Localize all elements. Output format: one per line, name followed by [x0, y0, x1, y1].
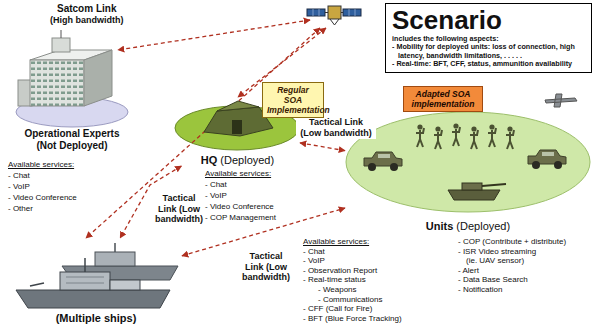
- callout-box: Adapted SOA implementation: [403, 86, 483, 112]
- service-item: - Chat: [8, 171, 30, 180]
- service-item: - BFT (Blue Force Tracking): [303, 314, 402, 323]
- units-equipment: [470, 126, 478, 149]
- satellite: [328, 6, 341, 19]
- site-name: Operational Experts: [24, 128, 119, 140]
- service-item: (ie. UAV sensor): [466, 256, 524, 265]
- service-item: - COP (Contribute + distribute): [458, 237, 566, 246]
- scenario-title: Scenario: [392, 7, 585, 33]
- service-item: - COP Management: [205, 213, 276, 222]
- ships: [110, 280, 140, 290]
- service-heading: Available services:: [205, 169, 271, 178]
- units-equipment: [452, 123, 460, 146]
- units-equipment: [506, 126, 514, 149]
- tactical-link: [182, 208, 345, 256]
- units-equipment: [416, 124, 424, 147]
- service-item: - Communications: [318, 295, 382, 304]
- site-name: HQ: [201, 154, 218, 166]
- tank: [448, 183, 506, 200]
- tank: [482, 184, 506, 186]
- hq-tent: [204, 101, 273, 136]
- units-equipment: [364, 123, 566, 200]
- tank: [448, 190, 500, 200]
- ships: [84, 258, 86, 272]
- site-name: (Multiple ships): [56, 312, 137, 324]
- ships: [114, 243, 116, 252]
- ships: [60, 272, 110, 290]
- scenario-bullet: - Mobility for deployed units: loss of c…: [392, 43, 585, 60]
- callout-text: Regular SOA Implementation: [267, 85, 319, 115]
- satellite: [307, 6, 361, 25]
- building: [52, 38, 70, 52]
- site-status: (Deployed): [456, 220, 510, 232]
- tank: [462, 183, 482, 190]
- service-item: - VoIP: [205, 191, 227, 200]
- satcom-link: [118, 20, 310, 50]
- link-label: (High bandwidth): [50, 15, 123, 25]
- satellite: [307, 9, 325, 16]
- building: [61, 30, 62, 38]
- satcom-link: [86, 28, 320, 238]
- scenario-box: Scenarioincludes the following aspects:-…: [385, 3, 592, 73]
- link-label: Tactical Link (Low bandwidth): [296, 116, 376, 139]
- site-node: Units(Deployed): [345, 112, 591, 232]
- satellite: [330, 19, 339, 25]
- ships: [66, 277, 104, 283]
- service-item: - CFF (Call for Fire): [303, 304, 372, 313]
- service-item: - Data Base Search: [458, 275, 528, 284]
- service-item: - Notification: [458, 285, 502, 294]
- units-equipment: [528, 150, 566, 169]
- units-equipment: [364, 152, 402, 171]
- service-item: - Chat: [205, 180, 227, 189]
- service-item: - Video Conference: [205, 202, 274, 211]
- service-item: - Chat: [303, 247, 325, 256]
- hq-tent: [232, 120, 242, 134]
- satcom-link: [86, 20, 326, 238]
- satellite: [343, 9, 361, 16]
- scenario-text: includes the following aspects:: [392, 35, 585, 43]
- ships: [16, 290, 170, 308]
- link-label: Tactical Link (Low bandwidth): [153, 192, 205, 226]
- site-status: (Deployed): [220, 154, 274, 166]
- uav: [545, 94, 577, 107]
- service-item: - Alert: [458, 266, 479, 275]
- service-item: - Observation Report: [303, 266, 377, 275]
- service-item: - ISR Video streaming: [458, 247, 536, 256]
- units-equipment: [488, 124, 496, 147]
- ships: [30, 283, 44, 286]
- scenario-bullet: - Real-time: BFT, CFF, status, ammunitio…: [392, 60, 585, 68]
- link-label: Satcom Link: [57, 3, 116, 14]
- service-item: - VoIP: [303, 256, 325, 265]
- ships: [16, 243, 178, 308]
- hq-tent: [217, 101, 259, 111]
- site-status: (Not Deployed): [36, 140, 107, 152]
- ships: [95, 252, 135, 266]
- building: [18, 30, 112, 106]
- building: [30, 60, 84, 106]
- callout-box: Regular SOA Implementation: [262, 82, 324, 118]
- ground-ellipse: [345, 112, 591, 232]
- service-heading: Available services:: [8, 160, 74, 169]
- callout-text: Adapted SOA implementation: [408, 89, 478, 109]
- service-item: - Weapons: [318, 285, 357, 294]
- building: [84, 50, 112, 106]
- link-label: Tactical Link (Low bandwidth): [240, 250, 292, 284]
- units-equipment: [434, 126, 442, 149]
- ground-ellipse: [175, 106, 299, 150]
- uav: [545, 94, 577, 107]
- hq-tent: [204, 107, 273, 136]
- site-name: Units: [426, 220, 454, 232]
- service-item: - Other: [8, 204, 33, 213]
- service-item: - Real-time status: [303, 275, 366, 284]
- ground-ellipse: [346, 112, 590, 212]
- service-heading: Available services:: [303, 237, 369, 246]
- service-item: - VoIP: [8, 182, 30, 191]
- service-item: - Video Conference: [8, 193, 77, 202]
- tactical-link: [300, 143, 345, 151]
